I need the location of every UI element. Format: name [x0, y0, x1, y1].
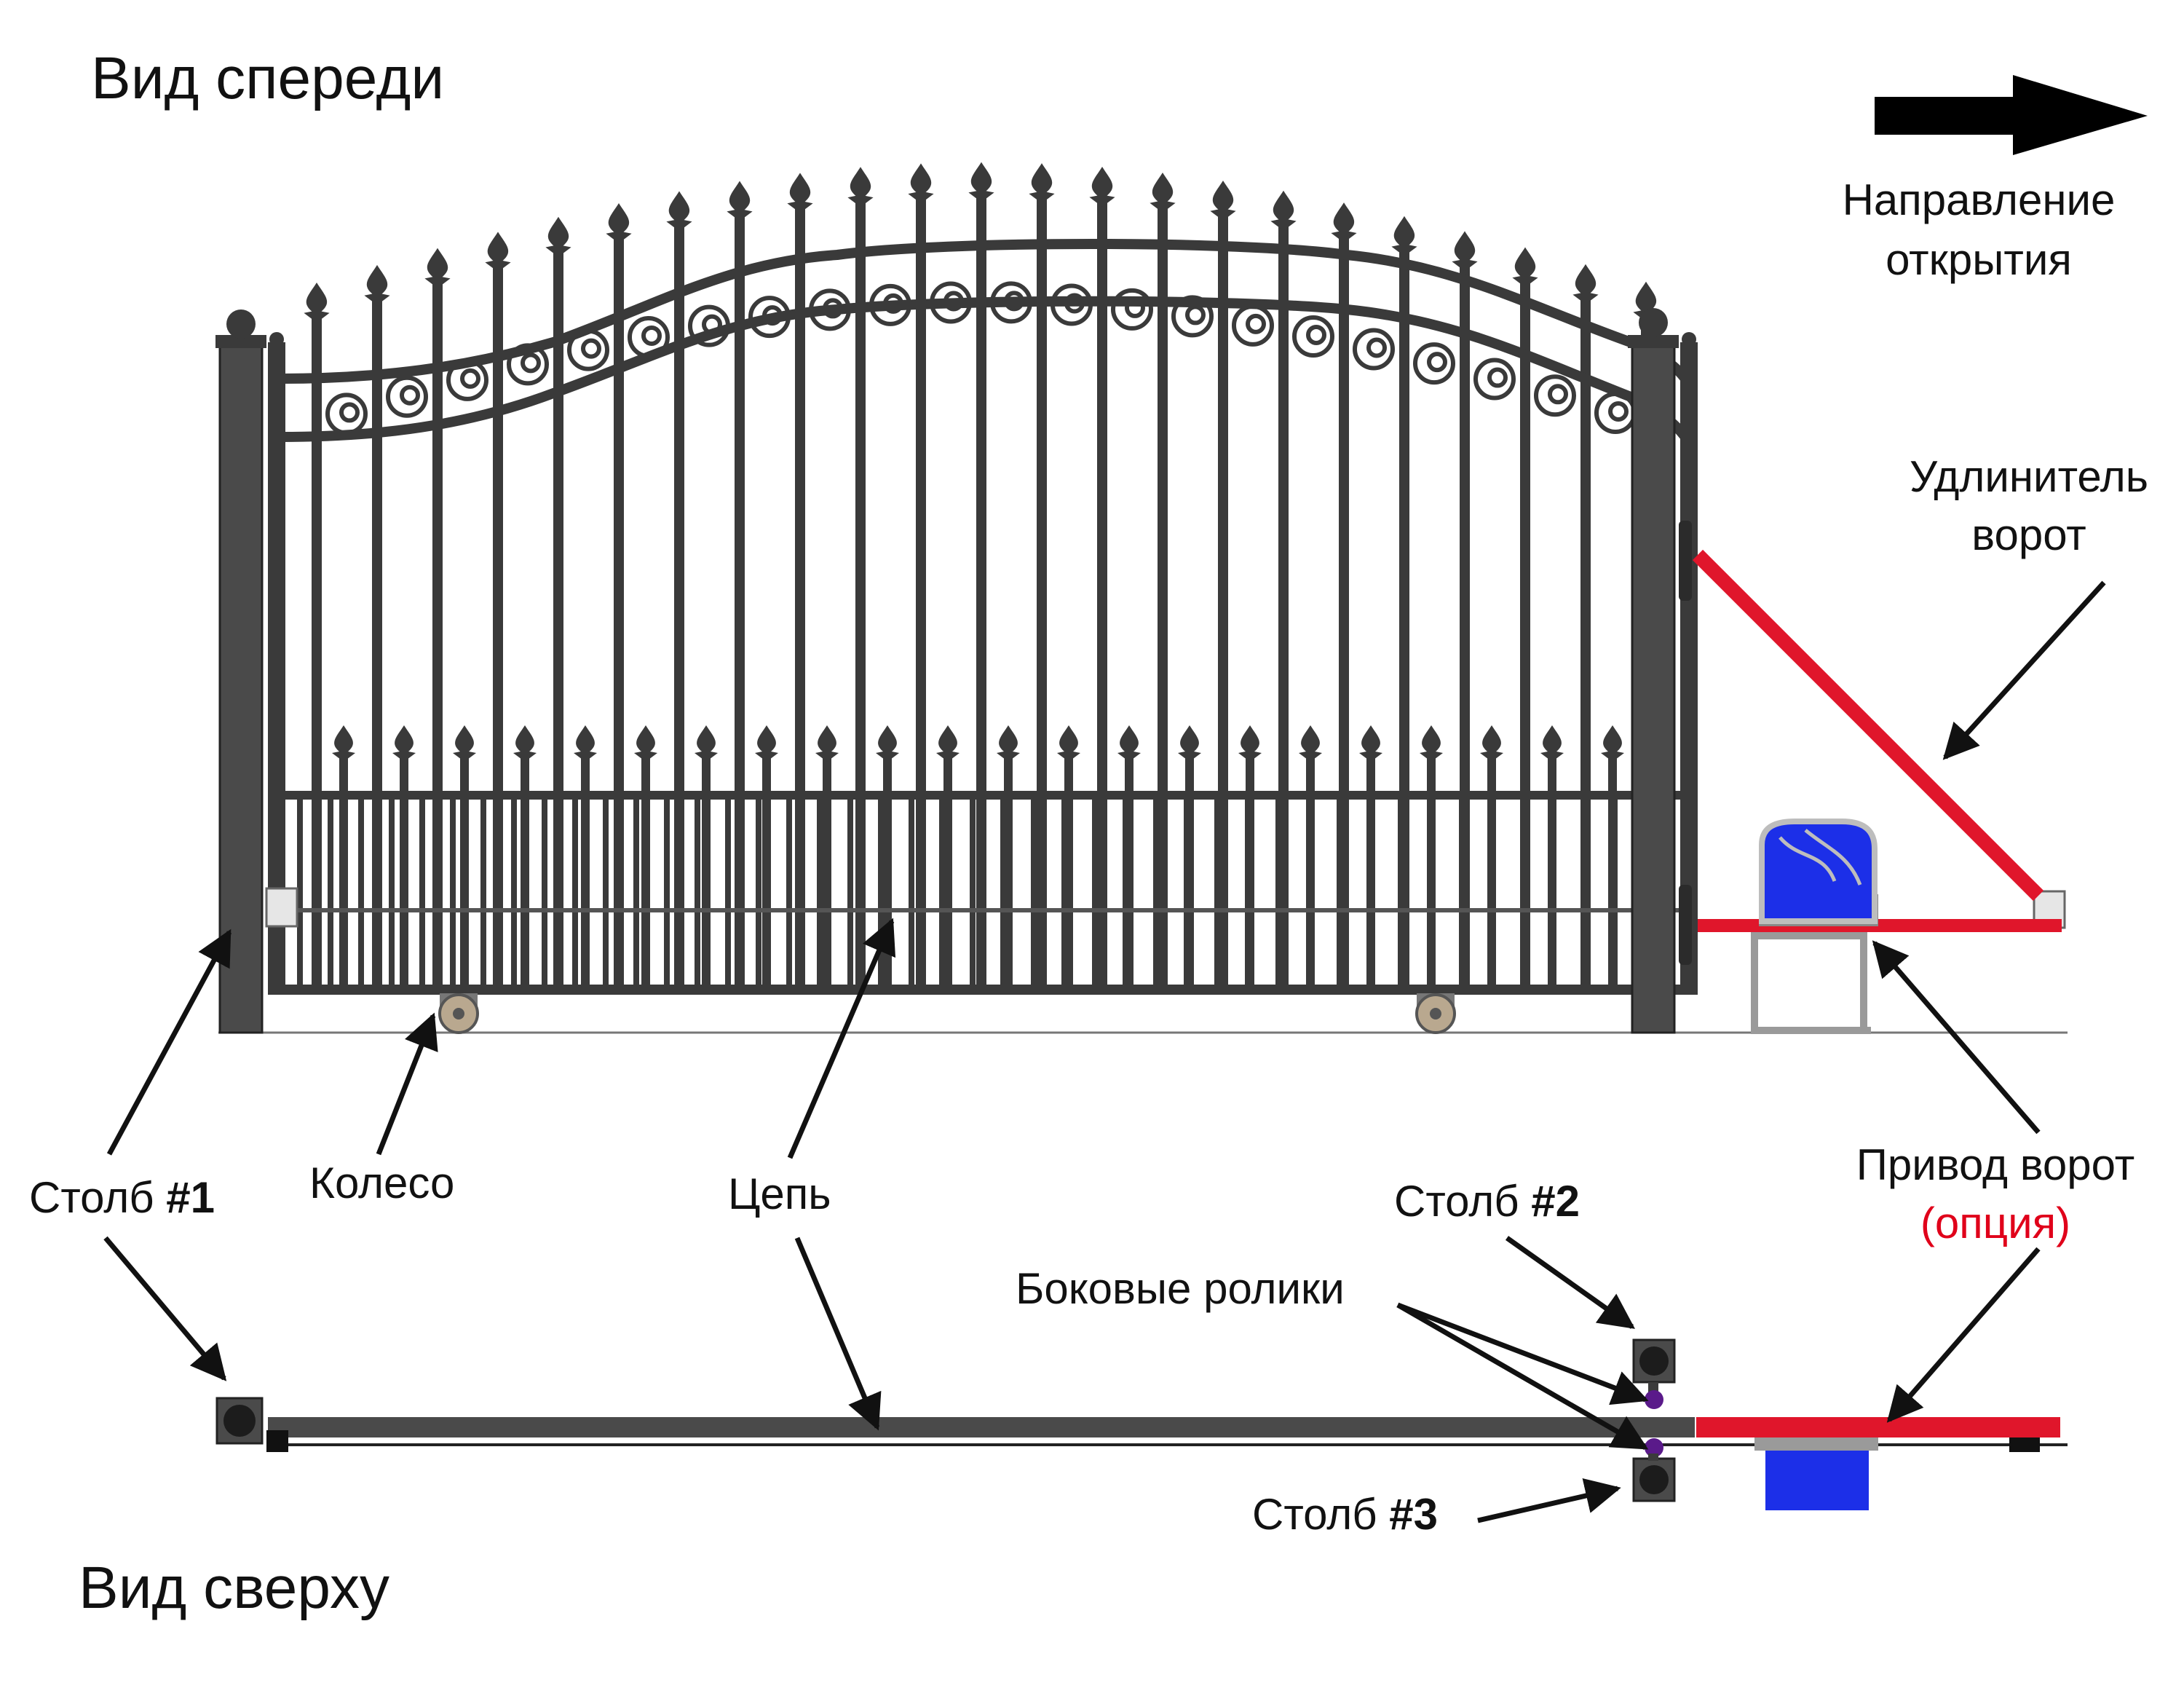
- post-1-label: Столб #1: [29, 1173, 215, 1222]
- leader-arrows: [103, 580, 2106, 1523]
- top-view-operator: [1754, 1437, 1878, 1510]
- direction-label-line2: открытия: [1886, 235, 2072, 284]
- post-2-front: [1628, 308, 1679, 1034]
- top-view-extender: [1696, 1417, 2060, 1437]
- side-roller-lower: [1645, 1438, 1663, 1457]
- gate-frame-left: [268, 342, 285, 995]
- tall-pickets: [304, 162, 1659, 985]
- extender-label-line2: ворот: [1971, 510, 2086, 559]
- post-1-front: [215, 309, 266, 1034]
- post-1-top: [215, 1397, 264, 1445]
- side-rollers-label: Боковые ролики: [1016, 1264, 1345, 1313]
- chain-label: Цепь: [728, 1170, 831, 1218]
- front-view-title: Вид спереди: [91, 45, 444, 111]
- post-3-top: [1632, 1457, 1676, 1502]
- wheel-left-icon: [438, 993, 479, 1034]
- extender-label-line1: Удлинитель: [1910, 452, 2148, 501]
- operator-label-line1: Привод ворот: [1856, 1140, 2134, 1189]
- direction-label-line1: Направление: [1843, 175, 2116, 224]
- post-2-top: [1632, 1338, 1676, 1384]
- post-2-label: Столб #2: [1394, 1177, 1580, 1226]
- wheel-right-icon: [1415, 993, 1456, 1034]
- wheel-label: Колесо: [309, 1159, 454, 1207]
- gate-extender: [1692, 549, 2062, 932]
- short-pickets: [297, 725, 1624, 985]
- post-3-label: Столб #3: [1252, 1490, 1438, 1539]
- arch-rail-bottom: [280, 296, 1690, 442]
- operator-label-line2: (опция): [1920, 1199, 2070, 1247]
- bottom-rail: [278, 985, 1687, 995]
- mid-rail: [278, 791, 1687, 800]
- arch-rail-top: [280, 239, 1690, 384]
- side-roller-upper: [1645, 1390, 1663, 1409]
- latch-left: [265, 887, 298, 928]
- gate-operator-front: [1751, 819, 1878, 1034]
- direction-arrow-icon: [1875, 75, 2148, 155]
- top-view-title: Вид сверху: [79, 1555, 389, 1621]
- chain-rail: [278, 908, 1687, 912]
